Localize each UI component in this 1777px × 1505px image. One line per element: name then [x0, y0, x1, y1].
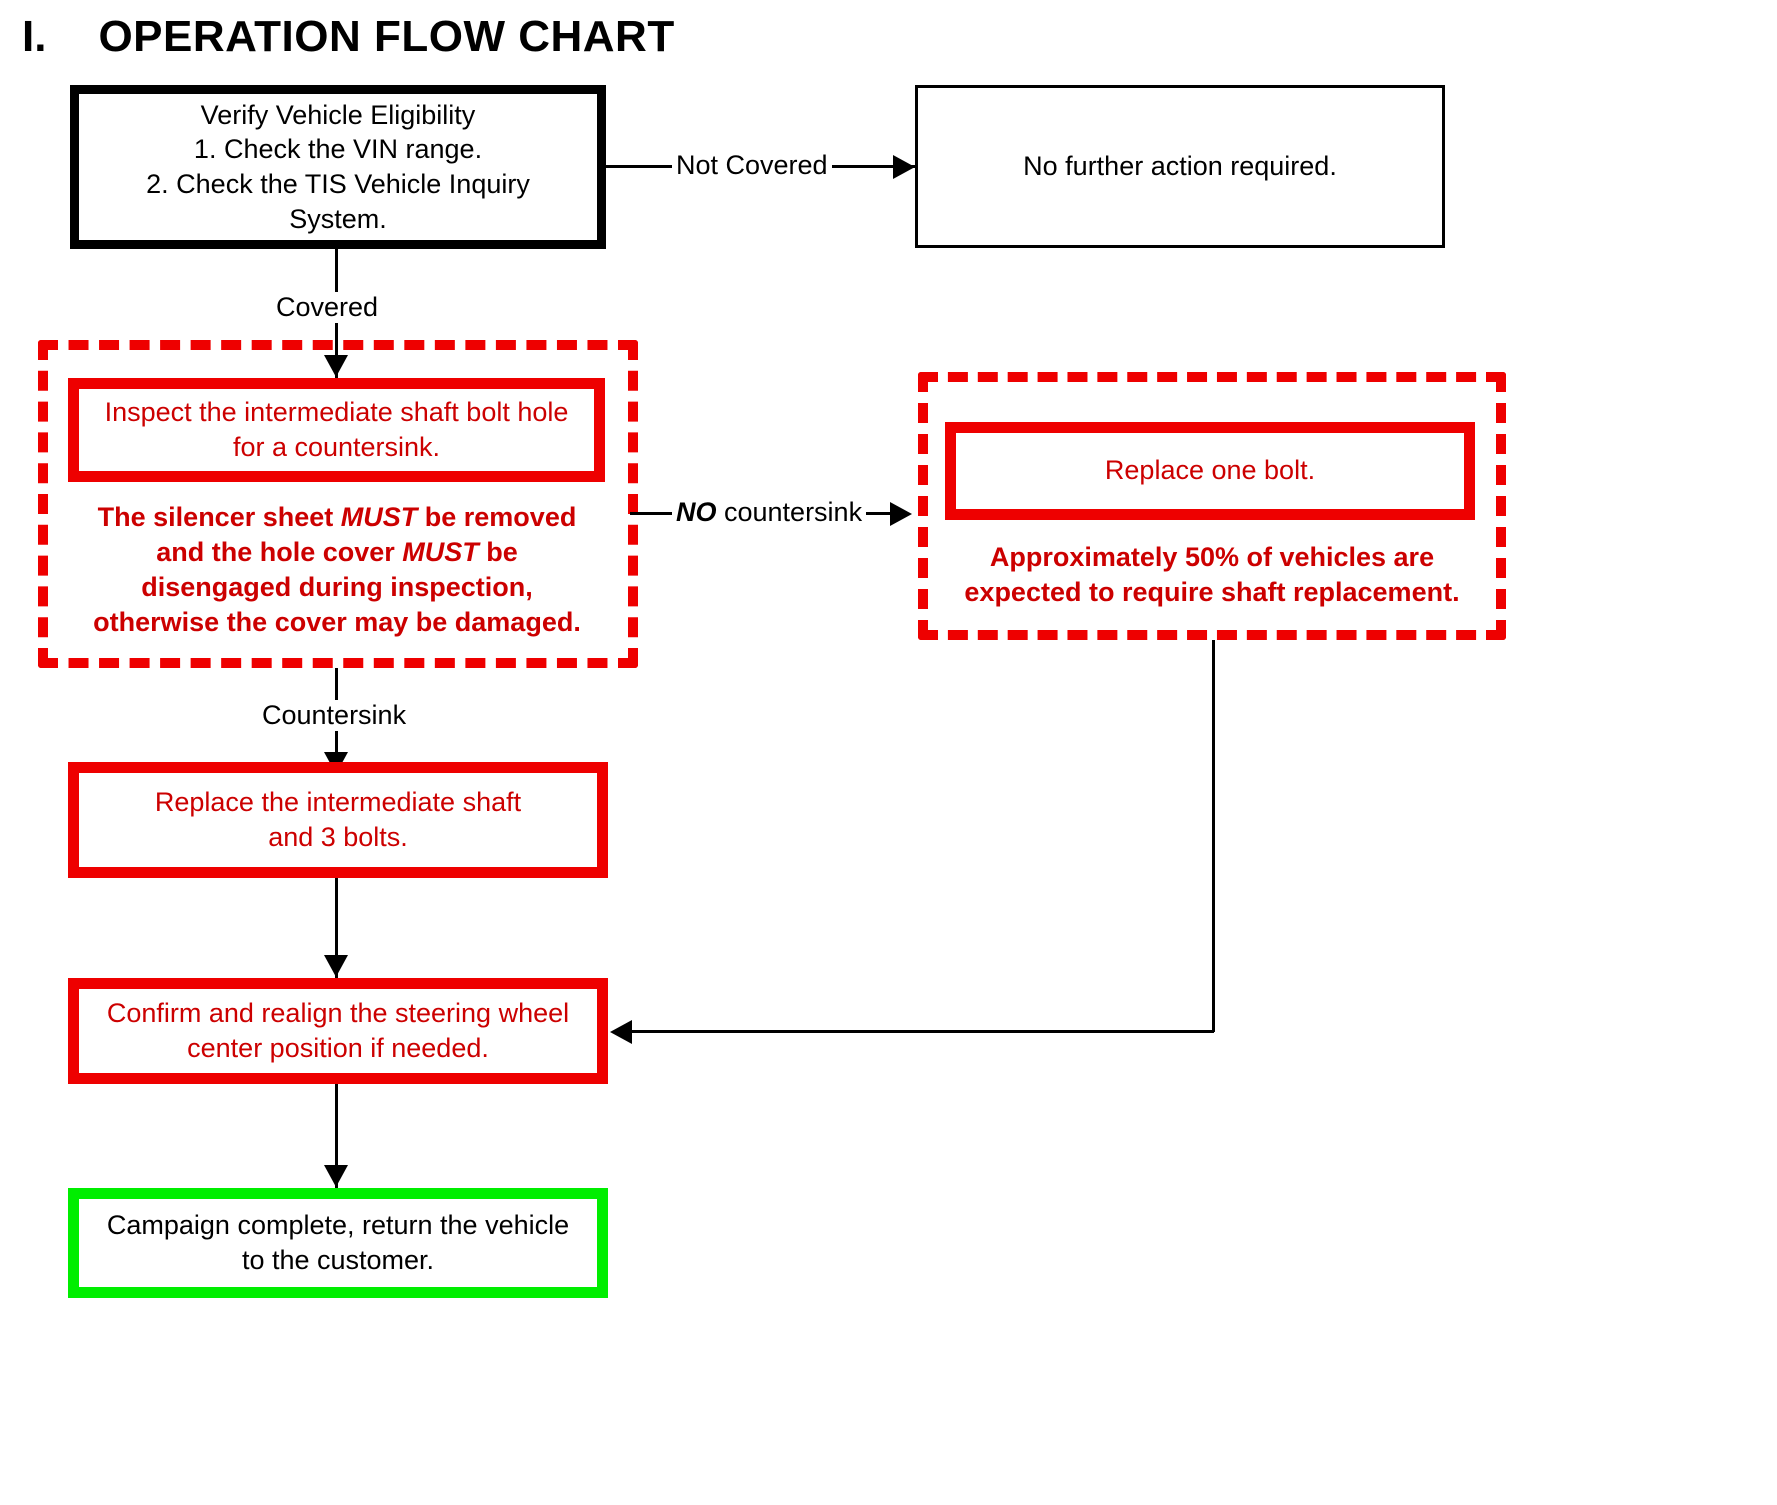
inspect-warn-2-emphasis: MUST	[402, 537, 479, 568]
verify-line-2: 1. Check the VIN range.	[193, 134, 483, 165]
page-title: I. OPERATION FLOW CHART	[22, 12, 675, 62]
edge-arrowhead-covered	[324, 355, 348, 377]
node-replace-one-bolt: Replace one bolt.	[945, 422, 1475, 520]
node-campaign-complete: Campaign complete, return the vehicle to…	[68, 1188, 608, 1298]
complete-line-1: Campaign complete, return the vehicle	[106, 1209, 570, 1240]
title-label: OPERATION FLOW CHART	[98, 12, 675, 61]
verify-line-3: 2. Check the TIS Vehicle Inquiry	[146, 169, 530, 199]
inspect-warn-line-1: The silencer sheet MUST be removed	[98, 502, 577, 532]
edge-line-bolt-to-realign-horizontal	[632, 1030, 1214, 1033]
warning-group-inspect	[38, 340, 638, 668]
replace-shaft-line-1: Replace the intermediate shaft	[154, 786, 522, 817]
node-no-action-text: No further action required.	[1023, 151, 1337, 182]
realign-line-1: Confirm and realign the steering wheel	[106, 997, 570, 1028]
replace-shaft-line-2: and 3 bolts.	[268, 822, 408, 852]
warning-text-replace-one-bolt: Approximately 50% of vehicles are expect…	[932, 540, 1492, 610]
inspect-warn-1a: The silencer sheet	[97, 502, 341, 532]
edge-label-covered: Covered	[272, 292, 383, 323]
edge-label-countersink: Countersink	[258, 700, 411, 731]
edge-arrowhead-no-countersink	[890, 502, 912, 526]
edge-arrowhead-not-covered	[893, 155, 915, 179]
node-replace-one-bolt-text: Replace one bolt.	[1104, 455, 1316, 486]
inspect-warn-line-4: otherwise the cover may be damaged.	[93, 607, 581, 638]
verify-line-1: Verify Vehicle Eligibility	[200, 99, 476, 130]
edge-arrowhead-realign-to-complete	[324, 1165, 348, 1187]
bolt-warn-line-1: Approximately 50% of vehicles are	[989, 542, 1435, 572]
node-no-further-action: No further action required.	[915, 85, 1445, 248]
warning-text-inspect: The silencer sheet MUST be removed and t…	[54, 500, 620, 640]
node-replace-shaft: Replace the intermediate shaft and 3 bol…	[68, 762, 608, 878]
node-inspect-bolt-hole: Inspect the intermediate shaft bolt hole…	[68, 378, 605, 482]
inspect-warn-1b: be removed	[417, 502, 577, 532]
no-countersink-emphasis: NO	[676, 497, 717, 527]
node-replace-shaft-text: Replace the intermediate shaft and 3 bol…	[79, 785, 597, 855]
edge-arrowhead-bolt-to-realign	[610, 1020, 632, 1044]
warning-group-replace-one-bolt	[918, 372, 1506, 640]
node-confirm-realign-text: Confirm and realign the steering wheel c…	[79, 996, 597, 1066]
edge-label-not-covered: Not Covered	[672, 150, 832, 181]
bolt-warn-line-2: expected to require shaft replacement.	[964, 577, 1460, 608]
edge-line-realign-to-complete	[335, 1084, 338, 1190]
inspect-warn-1-emphasis: MUST	[340, 502, 418, 532]
edge-label-no-countersink: NO countersink	[672, 497, 867, 528]
inspect-warn-line-2: and the hole cover MUST be	[156, 537, 518, 567]
node-inspect-text: Inspect the intermediate shaft bolt hole…	[79, 395, 594, 465]
node-confirm-realign: Confirm and realign the steering wheel c…	[68, 978, 608, 1084]
no-countersink-rest: countersink	[716, 497, 863, 527]
title-number: I.	[22, 12, 47, 61]
node-verify-vehicle-eligibility: Verify Vehicle Eligibility 1. Check the …	[70, 85, 606, 249]
realign-line-2: center position if needed.	[187, 1033, 489, 1063]
inspect-warn-2b: be	[478, 537, 518, 568]
inspect-warn-2a: and the hole cover	[156, 537, 403, 568]
edge-line-bolt-to-realign-vertical	[1212, 640, 1215, 1032]
edge-arrowhead-shaft-to-realign	[324, 955, 348, 977]
complete-line-2: to the customer.	[241, 1245, 435, 1275]
edge-line-shaft-to-realign	[335, 878, 338, 980]
inspect-line-2: for a countersink.	[232, 432, 441, 462]
inspect-line-1: Inspect the intermediate shaft bolt hole	[104, 396, 569, 427]
node-verify-text: Verify Vehicle Eligibility 1. Check the …	[79, 98, 597, 236]
inspect-warn-line-3: disengaged during inspection,	[141, 572, 533, 603]
node-campaign-complete-text: Campaign complete, return the vehicle to…	[79, 1208, 597, 1278]
verify-line-4: System.	[289, 203, 387, 234]
